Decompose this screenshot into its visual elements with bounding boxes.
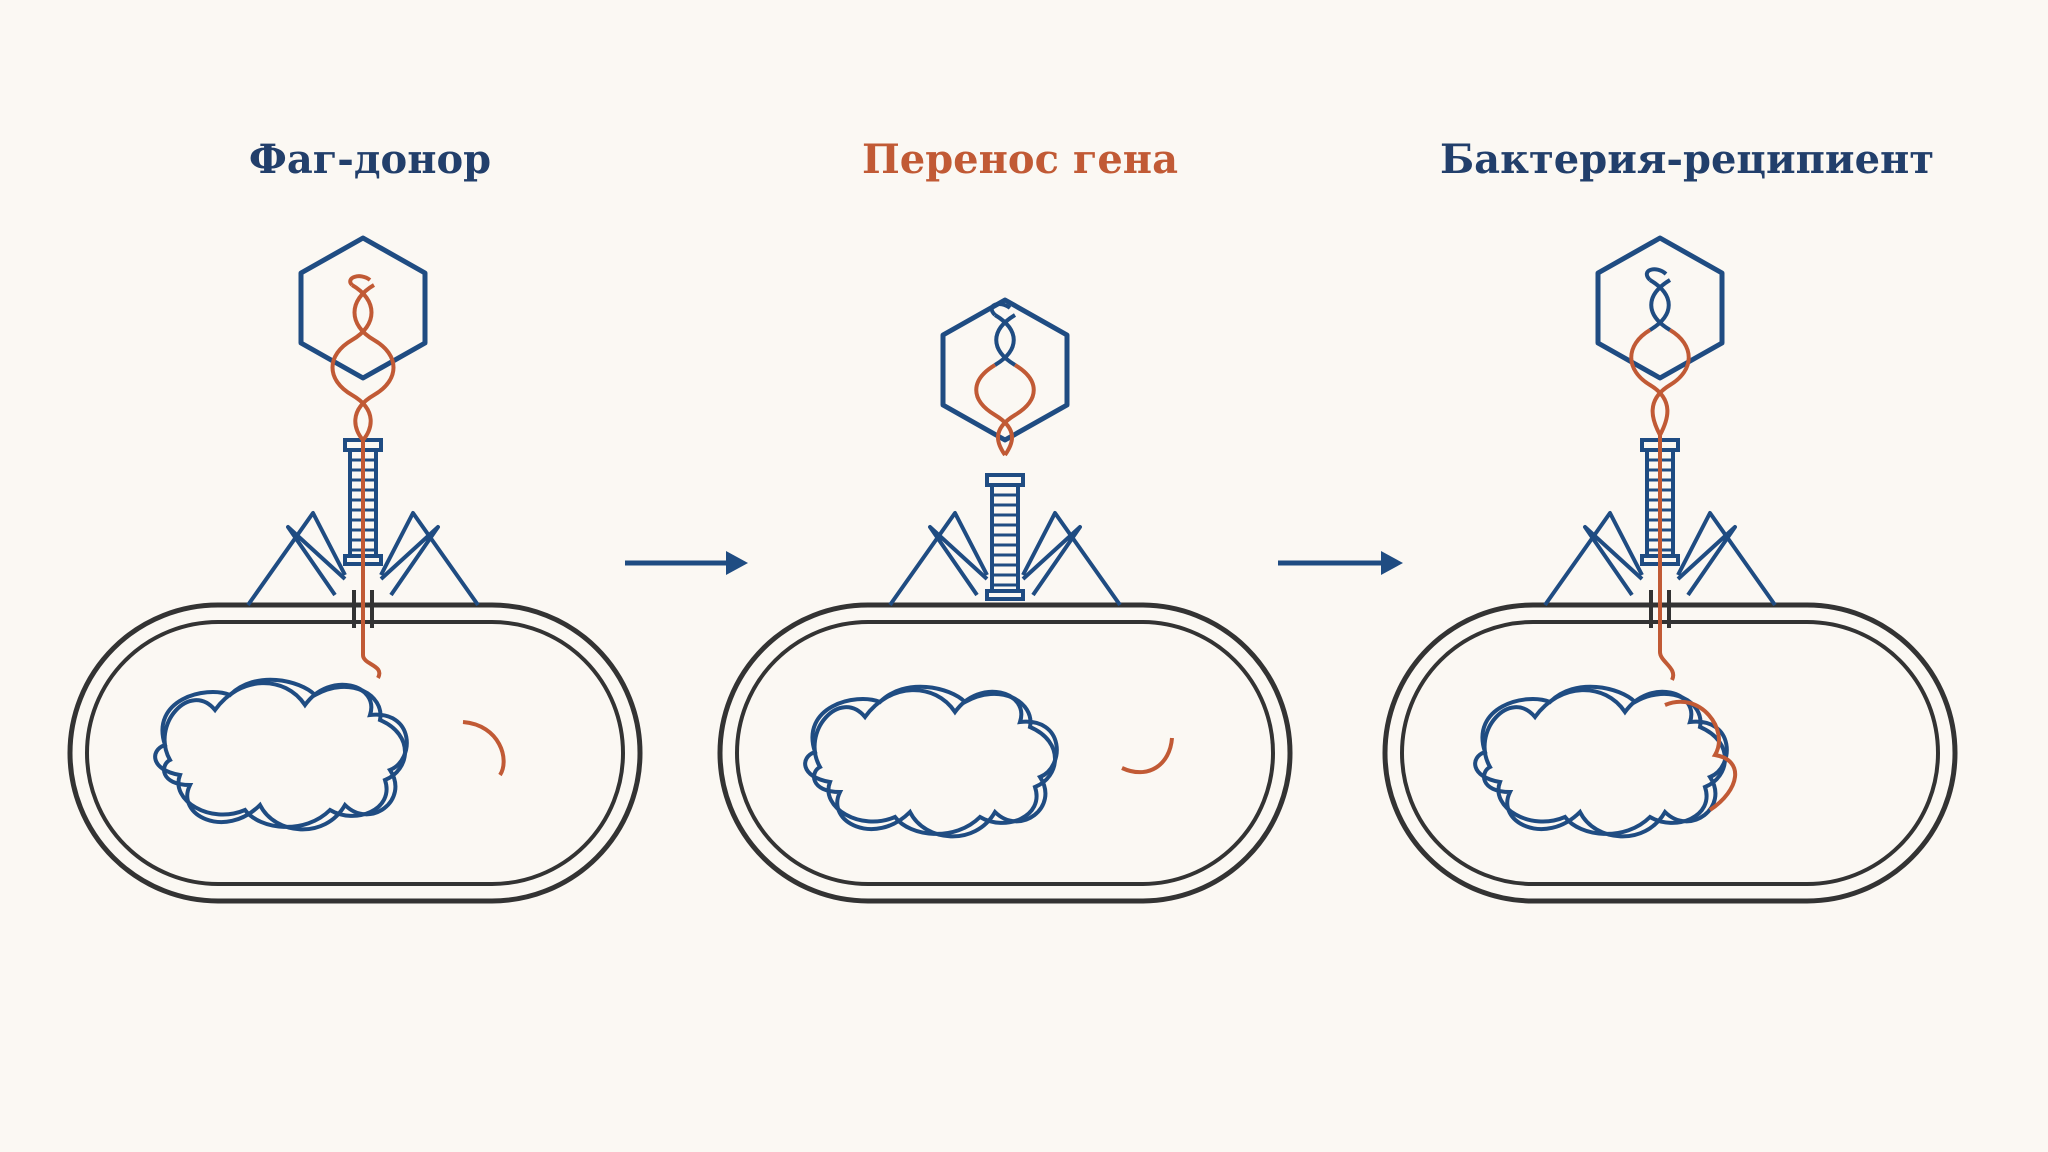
injection-channel (1649, 590, 1671, 628)
right-arrow-icon (1278, 551, 1403, 575)
donor-dna (330, 274, 396, 679)
donor-dna-fragment (1121, 737, 1174, 775)
panel-phage-donor (70, 238, 640, 901)
bacterial-cell (1385, 605, 1955, 901)
bacterial-cell (720, 605, 1290, 901)
right-arrow-icon (625, 551, 748, 575)
chromosome (153, 677, 409, 832)
mixed-dna (974, 302, 1036, 457)
chromosome (1473, 684, 1729, 839)
panel-gene-transfer (720, 300, 1290, 901)
chromosome (803, 684, 1059, 839)
panel-recipient-bacterium (1385, 238, 1955, 901)
donor-dna-fragment (462, 720, 506, 777)
panel-title-recipient-bacterium: Бактерия-реципиент (1440, 136, 1935, 183)
panel-title-phage-donor: Фаг-донор (248, 136, 492, 183)
integrated-donor-dna (1664, 699, 1737, 812)
recipient-dna (1629, 267, 1691, 681)
panel-title-gene-transfer: Перенос гена (861, 136, 1179, 183)
injection-channel (352, 590, 374, 628)
